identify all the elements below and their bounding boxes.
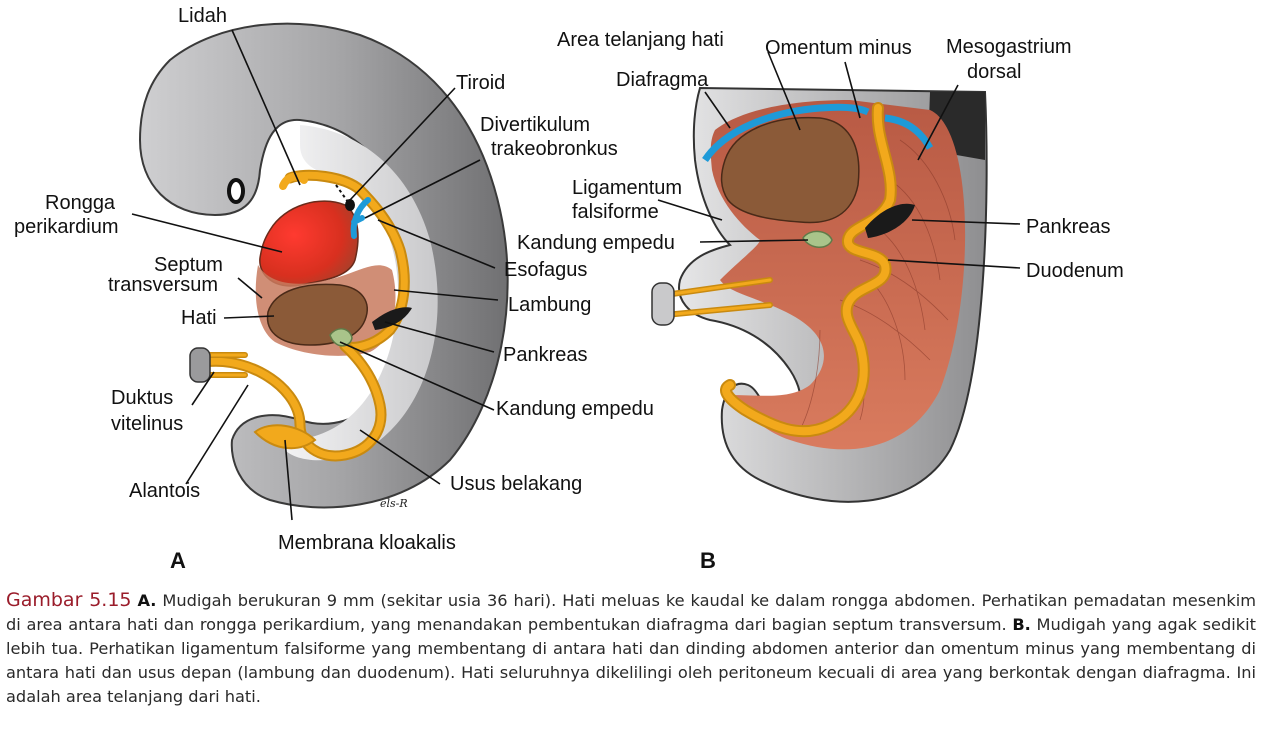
gallbladder-a [329, 328, 353, 347]
label-mesogastrium-2: dorsal [967, 61, 1021, 83]
label-divertikulum-1: Divertikulum [480, 114, 590, 136]
leaders-a [131, 29, 499, 521]
panel-b-drawing [651, 86, 988, 503]
label-hati-a: Hati [181, 307, 217, 329]
caption-marker-a: A. [137, 591, 157, 610]
label-duktus-1: Duktus [111, 387, 173, 409]
label-pankreas-a: Pankreas [503, 344, 588, 366]
panel-letter-b: B [700, 548, 716, 573]
leaders-b [657, 51, 1021, 269]
label-septum-2: transversum [108, 274, 218, 296]
label-septum-1: Septum [154, 254, 223, 276]
label-ligamentum-1: Ligamentum [572, 177, 682, 199]
caption-marker-b: B. [1012, 615, 1031, 634]
caption-text-a: Mudigah berukuran 9 mm (sekitar usia 36 … [6, 591, 1256, 634]
label-area-telanjang: Area telanjang hati [557, 29, 724, 51]
label-lambung: Lambung [508, 294, 591, 316]
embryo-figure: Lidah Tiroid Divertikulum trakeobronkus … [14, 5, 1124, 573]
body-cavity-a [285, 125, 438, 461]
labels-a: Lidah Tiroid Divertikulum trakeobronkus … [14, 5, 654, 573]
label-tiroid: Tiroid [456, 72, 505, 94]
label-ligamentum-2: falsiforme [572, 201, 659, 223]
cloaca-a [253, 424, 317, 450]
liver-b [720, 116, 860, 224]
label-lidah: Lidah [178, 5, 227, 27]
illustrator-signature: els-R [380, 497, 408, 510]
figure-number: Gambar 5.15 [6, 589, 132, 611]
label-esofagus: Esofagus [504, 259, 587, 281]
label-usus-belakang: Usus belakang [450, 473, 582, 495]
figure-caption: Gambar 5.15 A. Mudigah berukuran 9 mm (s… [6, 588, 1256, 709]
label-alantois: Alantois [129, 480, 200, 502]
label-omentum: Omentum minus [765, 37, 912, 59]
label-duktus-2: vitelinus [111, 413, 183, 435]
label-kandung-empedu-b: Kandung empedu [517, 232, 675, 254]
panel-a-drawing [138, 22, 509, 509]
label-diafragma: Diafragma [616, 69, 709, 91]
gallbladder-b [802, 230, 833, 248]
pancreas-a [372, 307, 412, 330]
label-membrana: Membrana kloakalis [278, 532, 456, 554]
label-mesogastrium-1: Mesogastrium [946, 36, 1072, 58]
label-rongga-2: perikardium [14, 216, 118, 238]
diaphragm-b [702, 103, 870, 163]
labels-b: Area telanjang hati Omentum minus Mesoga… [517, 29, 1124, 573]
pericardium-a [259, 200, 359, 287]
eye-a [227, 178, 245, 204]
liver-a [266, 283, 368, 346]
panel-letter-a: A [170, 548, 186, 573]
caption-text-b: Mudigah yang agak sedikit lebih tua. Per… [6, 615, 1256, 706]
tongue-a [279, 172, 308, 190]
label-divertikulum-2: trakeobronkus [491, 138, 618, 160]
pancreas-b [865, 203, 915, 238]
trachea-a [350, 197, 371, 239]
label-duodenum: Duodenum [1026, 260, 1124, 282]
label-kandung-empedu-a: Kandung empedu [496, 398, 654, 420]
label-rongga-1: Rongga [45, 192, 116, 214]
label-pankreas-b: Pankreas [1026, 216, 1111, 238]
